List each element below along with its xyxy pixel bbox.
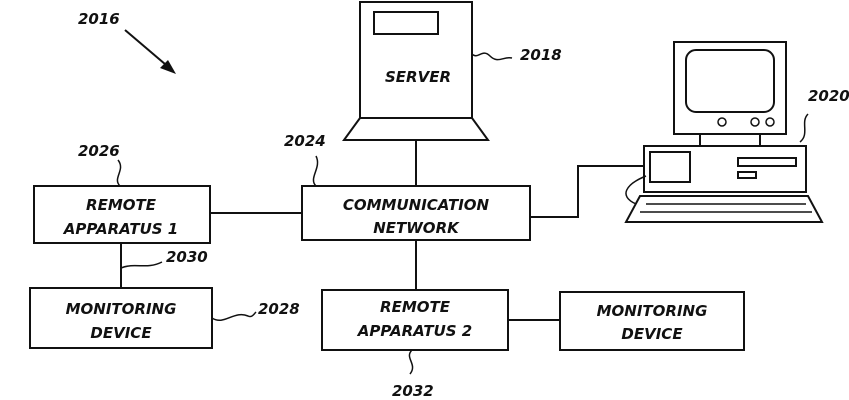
remote-apparatus-2-ref: 2032 xyxy=(392,382,434,400)
remote-apparatus-2-label-line2: APPARATUS 2 xyxy=(357,322,472,340)
power-indicator xyxy=(738,172,756,178)
server-label: SERVER xyxy=(385,68,451,86)
network-label-line2: NETWORK xyxy=(373,219,460,237)
server-ref: 2018 xyxy=(520,46,562,64)
remote-apparatus-2-label-line1: REMOTE xyxy=(380,298,451,316)
remote-apparatus-1-ref-leader xyxy=(117,160,120,186)
figure-ref-label: 2016 xyxy=(78,10,120,28)
monitoring-device-1-node: MONITORING DEVICE 2028 xyxy=(30,288,300,348)
link-2030-ref: 2030 xyxy=(166,248,208,266)
monitoring-device-1-ref: 2028 xyxy=(258,300,300,318)
monitor-screen xyxy=(686,50,774,112)
network-ref: 2024 xyxy=(284,132,326,150)
monitoring-device-2-label-line1: MONITORING xyxy=(597,302,708,320)
server-base xyxy=(344,118,488,140)
monitoring-device-2-label-line2: DEVICE xyxy=(621,325,683,343)
monitoring-device-1-ref-leader xyxy=(212,312,256,320)
server-drive-bay xyxy=(374,12,438,34)
remote-apparatus-2-node: REMOTE APPARATUS 2 2032 xyxy=(322,290,508,400)
remote-apparatus-1-ref: 2026 xyxy=(78,142,120,160)
workstation-ref-leader xyxy=(800,114,808,142)
floppy-drive xyxy=(650,152,690,182)
network-node: COMMUNICATION NETWORK 2024 xyxy=(284,132,530,240)
remote-apparatus-2-ref-leader xyxy=(409,350,412,374)
monitoring-device-2-node: MONITORING DEVICE xyxy=(560,292,744,350)
server-node: SERVER 2018 xyxy=(344,2,562,140)
workstation-node: 2020 xyxy=(626,42,849,222)
drive-slot xyxy=(738,158,796,166)
network-label-line1: COMMUNICATION xyxy=(343,196,490,214)
monitoring-device-1-label-line2: DEVICE xyxy=(90,324,152,342)
remote-apparatus-1-label-line2: APPARATUS 1 xyxy=(63,220,178,238)
figure-reference: 2016 xyxy=(78,10,176,74)
remote-apparatus-1-label-line1: REMOTE xyxy=(86,196,157,214)
link-2030-leader xyxy=(121,262,162,268)
monitor-stand xyxy=(700,134,760,146)
network-to-workstation-link xyxy=(530,166,646,217)
keyboard xyxy=(626,196,822,222)
monitoring-device-1-label-line1: MONITORING xyxy=(66,300,177,318)
server-ref-leader xyxy=(472,53,512,59)
workstation-ref: 2020 xyxy=(808,87,849,105)
network-ref-leader xyxy=(313,156,317,186)
